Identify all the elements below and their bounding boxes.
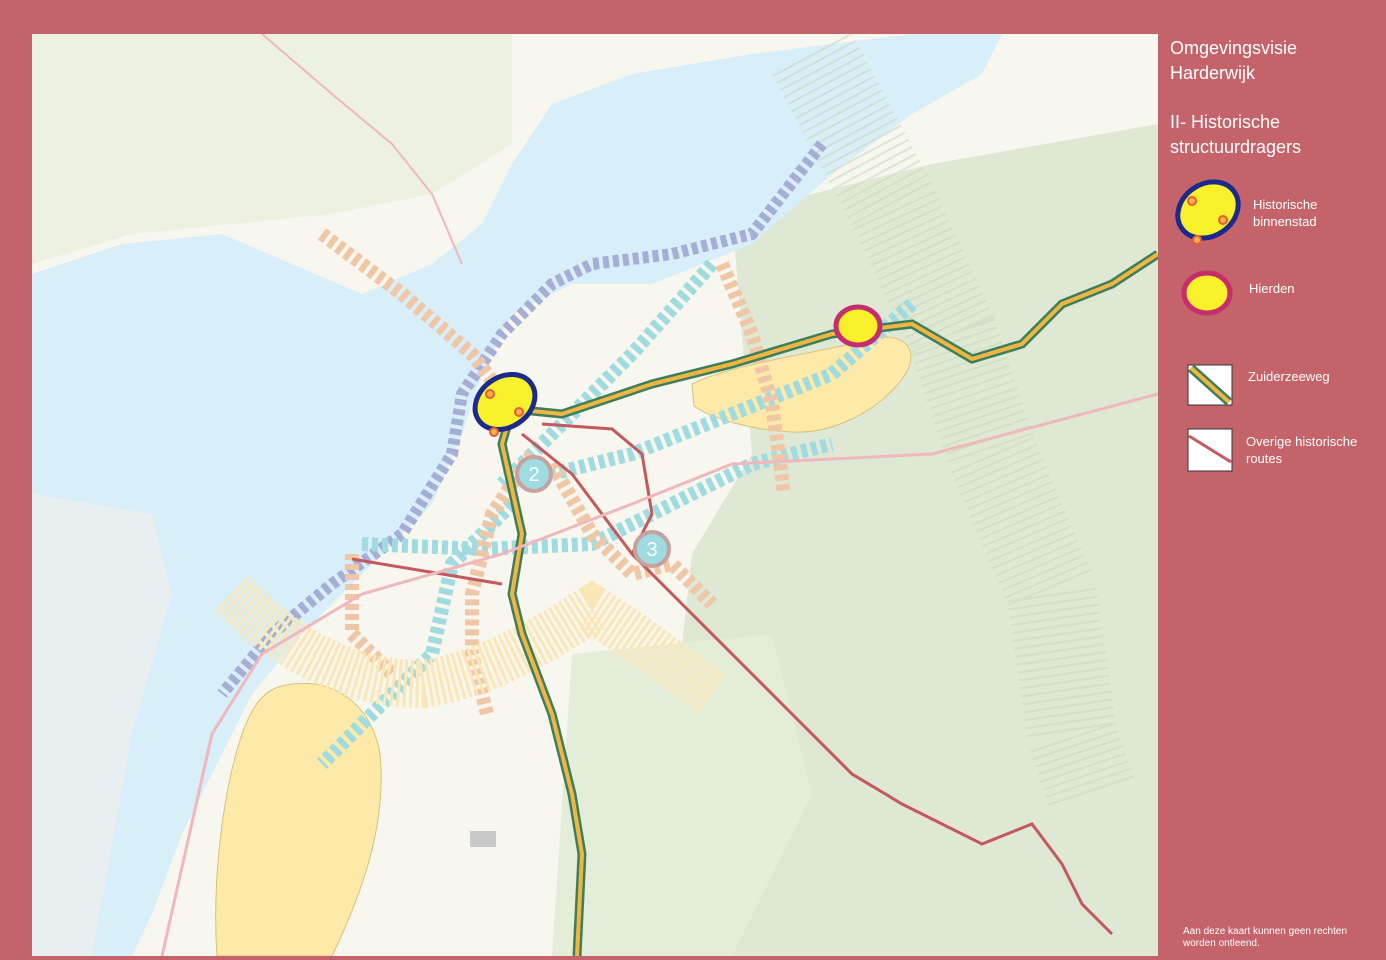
forest-south	[552, 634, 812, 956]
historic-ring-blue	[217, 140, 827, 698]
magenta-ellipse-icon	[1181, 270, 1233, 316]
map-canvas[interactable]: 2 3	[32, 34, 1158, 956]
binnenstad-dot-2	[514, 407, 524, 417]
green-yellow-line-icon	[1187, 364, 1233, 406]
blue-ellipse-icon	[1175, 179, 1241, 245]
polder-northwest	[32, 34, 512, 264]
hierden-marker[interactable]	[833, 304, 883, 348]
road-north	[261, 34, 463, 265]
marker-2-label: 2	[528, 464, 539, 486]
legend-zuiderzeeweg-label: Zuiderzeeweg	[1248, 369, 1330, 384]
marker-3-label: 3	[646, 539, 657, 561]
railway-line	[160, 392, 1158, 956]
veluwemeer-water	[32, 34, 1002, 956]
red-line-icon	[1187, 428, 1233, 472]
axes-teal	[317, 259, 917, 769]
binnenstad-dot-1	[485, 389, 495, 399]
binnenstad-dot-3	[489, 427, 499, 437]
legend-binnenstad-label: Historische binnenstad	[1253, 197, 1318, 229]
zuiderzeeweg-line-inner	[499, 252, 1158, 956]
axis-yellow-wide	[215, 576, 727, 714]
legend-hierden-label: Hierden	[1249, 281, 1295, 296]
historic-routes-red	[351, 422, 1114, 936]
harbour-basin	[32, 494, 172, 956]
marker-2[interactable]: 2	[515, 455, 553, 493]
marker-3[interactable]: 3	[633, 530, 671, 568]
map-subtitle: II- Historische structuurdragers	[1170, 112, 1302, 157]
grey-building	[470, 831, 496, 847]
hatch-bands-east	[772, 34, 1135, 809]
map-title: Omgevingsvisie Harderwijk	[1170, 38, 1298, 83]
legend-routes-label: Overige historische routes	[1246, 434, 1358, 466]
heritage-area-hierden	[691, 336, 912, 433]
disclaimer: Aan deze kaart kunnen geen rechten worde…	[1183, 926, 1348, 949]
